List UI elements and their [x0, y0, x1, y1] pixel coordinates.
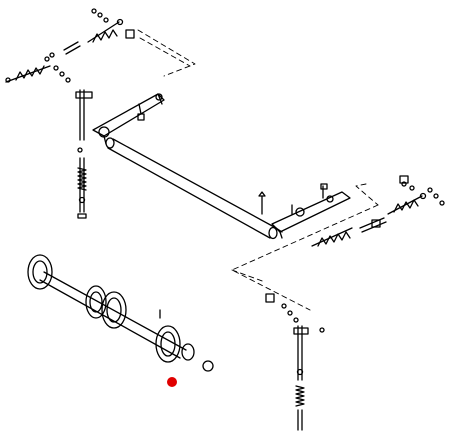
right-vertical-rod	[265, 293, 325, 431]
left-bracket-plate	[92, 93, 165, 145]
cross-shaft	[105, 137, 283, 240]
leader-lines	[137, 29, 379, 311]
left-spring-assembly	[5, 65, 71, 83]
roller-axle-assembly	[27, 254, 214, 372]
top-spring-assembly	[44, 8, 135, 62]
right-spring-assembly	[311, 175, 445, 247]
highlight-marker	[167, 377, 177, 387]
left-vertical-rod	[75, 89, 93, 219]
right-bracket-plate	[258, 183, 351, 239]
